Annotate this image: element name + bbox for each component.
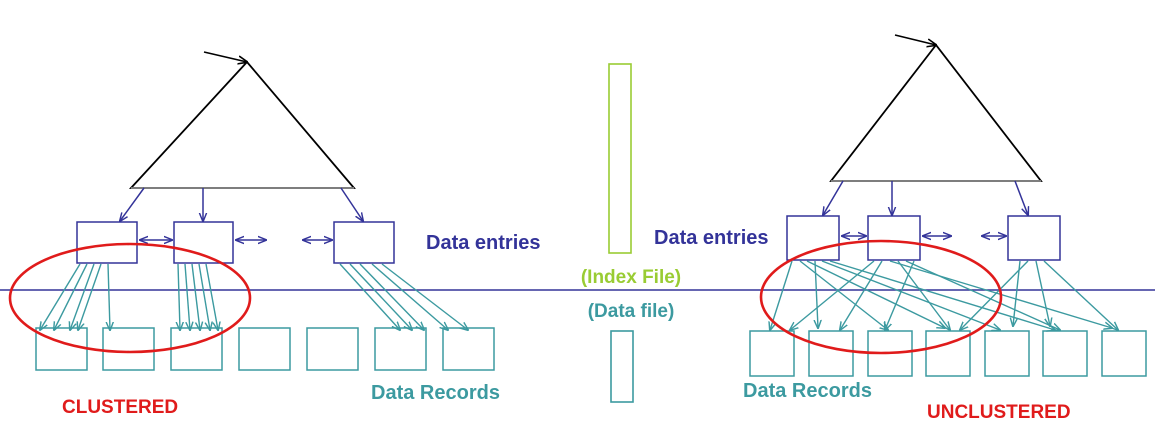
data-record-page <box>808 330 854 377</box>
data-record-page <box>238 327 291 371</box>
clustered-label: CLUSTERED <box>62 397 178 418</box>
data-file-bar <box>610 330 634 403</box>
data-entry-page <box>173 221 234 264</box>
data-record-page <box>170 327 223 371</box>
index-tree-triangle <box>829 43 1043 182</box>
unclustered-index <box>749 34 1147 377</box>
index-file-bar <box>608 63 632 254</box>
data-record-page <box>984 330 1030 377</box>
tree-leaf-arrow <box>823 180 844 215</box>
data-entry-page <box>786 215 840 261</box>
tree-leaf-arrow <box>120 187 145 221</box>
data-entries-label-right: Data entries <box>654 227 769 249</box>
data-record-page <box>749 330 795 377</box>
data-entries-label-left: Data entries <box>426 232 541 254</box>
data-entry-page <box>867 215 921 261</box>
index-file-label: (Index File) <box>581 267 681 288</box>
unclustered-highlight-ellipse <box>759 239 1003 355</box>
data-entry-page <box>333 221 395 264</box>
root-pointer-arrow <box>894 34 936 45</box>
root-pointer-arrow <box>203 51 247 62</box>
data-record-page <box>1101 330 1147 377</box>
data-record-page <box>374 327 427 371</box>
clustered-index <box>8 51 495 371</box>
data-file-label: (Data file) <box>588 301 675 322</box>
index-tree-triangle <box>128 60 356 189</box>
tree-leaf-arrow <box>340 187 363 221</box>
data-entry-page <box>1007 215 1061 261</box>
data-record-page <box>102 327 155 371</box>
data-records-label-right: Data Records <box>743 380 872 402</box>
data-record-page <box>1042 330 1088 377</box>
data-entry-page <box>76 221 138 264</box>
data-record-page <box>442 327 495 371</box>
clustered-highlight-ellipse <box>8 242 252 354</box>
tree-leaf-arrow <box>1014 180 1028 215</box>
unclustered-label: UNCLUSTERED <box>927 402 1071 423</box>
record-pointers <box>40 263 468 330</box>
data-record-page <box>306 327 359 371</box>
record-pointers <box>770 260 1118 330</box>
data-records-label-left: Data Records <box>371 382 500 404</box>
